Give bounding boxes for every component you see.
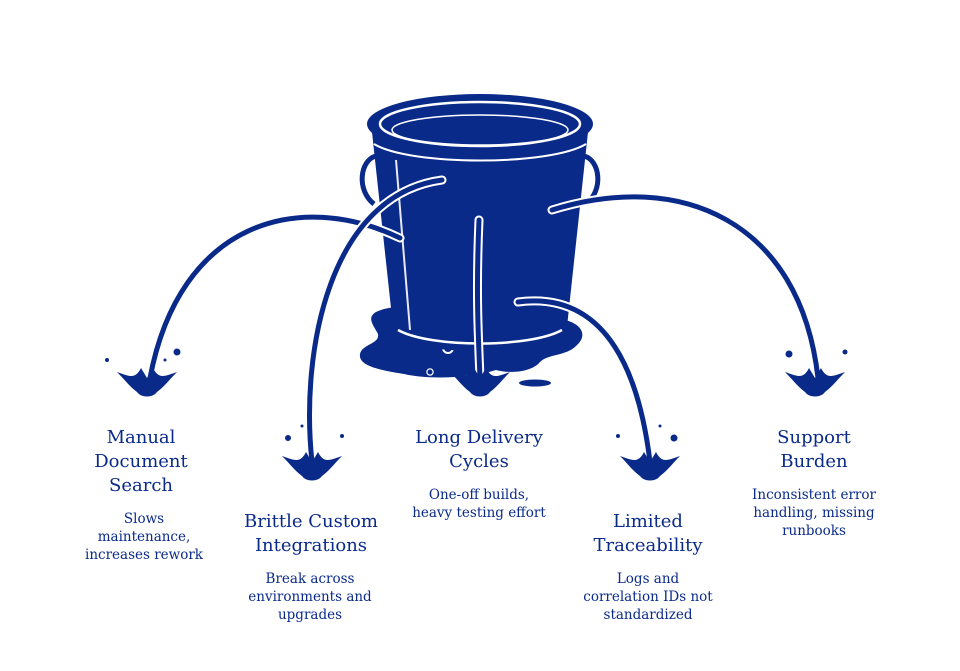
puddle-bubble	[426, 368, 434, 376]
leak-description-brittle-custom-integrations: Break across environments and upgrades	[232, 570, 388, 624]
title-line: Document	[94, 451, 188, 472]
leak-description-support-burden: Inconsistent error handling, missing run…	[736, 486, 892, 540]
description-line: upgrades	[277, 607, 343, 623]
leak-title-brittle-custom-integrations: Brittle Custom Integrations	[226, 510, 396, 558]
leak-description-limited-traceability: Logs and correlation IDs not standardize…	[568, 570, 728, 624]
splash-icon	[785, 349, 848, 397]
description-line: standardized	[603, 607, 693, 623]
description-line: correlation IDs not	[583, 589, 713, 605]
description-line: increases rework	[85, 547, 203, 563]
title-line: Burden	[780, 451, 848, 472]
description-line: Slows	[123, 511, 165, 527]
description-line: heavy testing effort	[412, 505, 546, 521]
splash-icon	[427, 360, 510, 397]
description-line: Break across	[265, 571, 355, 587]
description-line: One-off builds,	[428, 487, 530, 503]
leak-title-long-delivery-cycles: Long Delivery Cycles	[398, 426, 560, 474]
description-line: environments and	[248, 589, 372, 605]
splash-icon	[282, 424, 344, 481]
description-line: handling, missing	[753, 505, 875, 521]
title-line: Limited	[613, 511, 683, 532]
title-line: Cycles	[449, 451, 509, 472]
title-line: Traceability	[593, 535, 703, 556]
title-line: Integrations	[254, 535, 368, 556]
leak-title-support-burden: Support Burden	[736, 426, 892, 474]
title-line: Long Delivery	[415, 427, 543, 448]
leak-streams	[145, 175, 823, 467]
splash-icon	[105, 348, 181, 397]
splash-icon	[616, 424, 680, 481]
title-line: Support	[777, 427, 851, 448]
title-line: Search	[109, 475, 173, 496]
leak-description-long-delivery-cycles: One-off builds, heavy testing effort	[398, 486, 560, 522]
title-line: Brittle Custom	[244, 511, 378, 532]
description-line: Logs and	[616, 571, 680, 587]
puddle-drop	[519, 379, 551, 387]
bucket-handle	[359, 153, 377, 206]
description-line: maintenance,	[97, 529, 191, 545]
leak-title-manual-document-search: Manual Document Search	[60, 426, 222, 498]
title-line: Manual	[106, 427, 176, 448]
leak-title-limited-traceability: Limited Traceability	[566, 510, 730, 558]
description-line: runbooks	[782, 523, 846, 539]
description-line: Inconsistent error	[752, 487, 876, 503]
leak-description-manual-document-search: Slows maintenance, increases rework	[64, 510, 224, 564]
